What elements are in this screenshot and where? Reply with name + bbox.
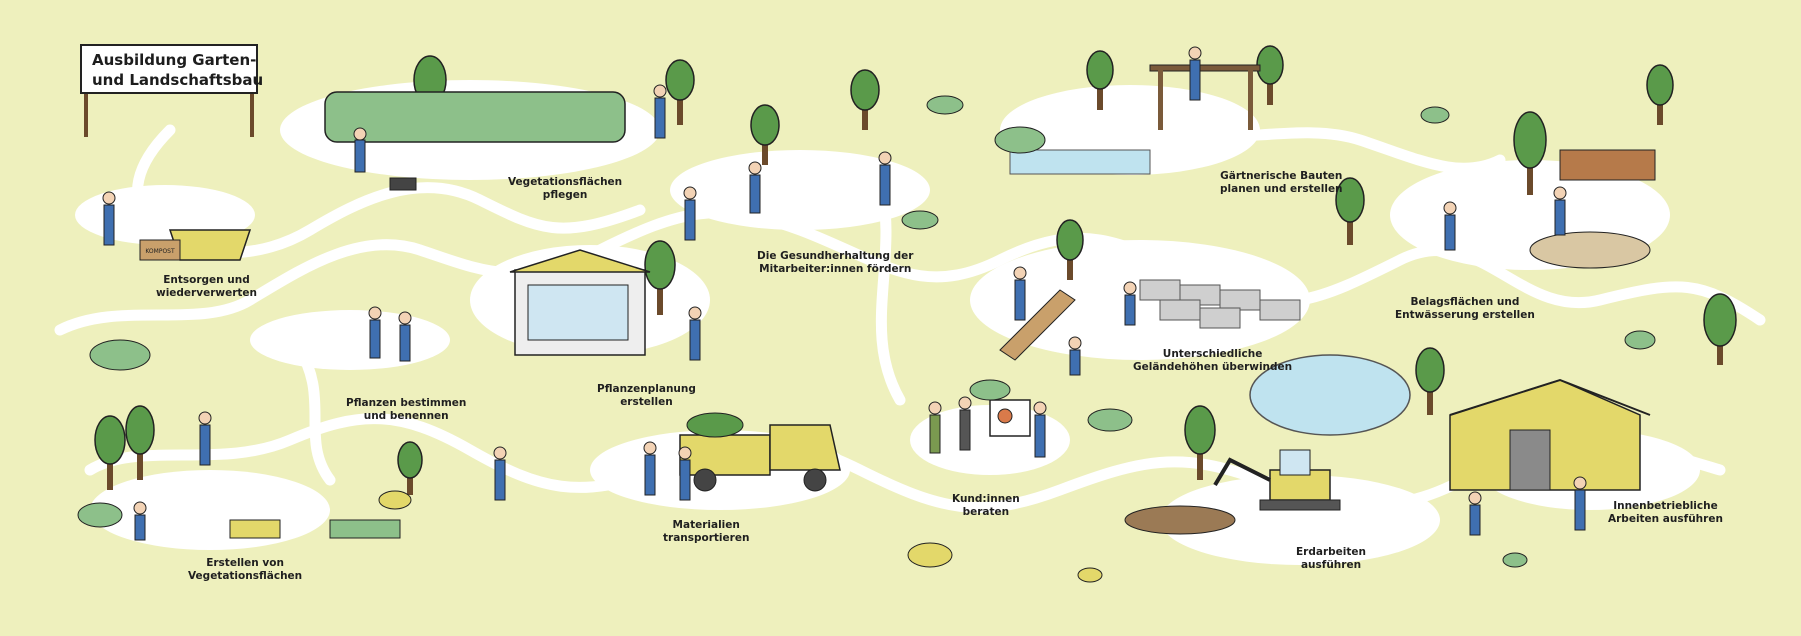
pergola (1009, 64, 1261, 175)
stone-wall (1139, 279, 1301, 329)
excavator (1124, 449, 1341, 535)
paving-area (1529, 149, 1656, 269)
worker-mowing (353, 127, 417, 191)
title-line-2: und Landschaftsbau (92, 71, 264, 89)
title-sign: Ausbildung Garten- und Landschaftsbau (80, 44, 264, 94)
title-line-1: Ausbildung Garten- (92, 51, 257, 69)
sod-rolls (229, 519, 401, 539)
hedge (324, 91, 626, 143)
bushes (77, 95, 1656, 568)
title-signpost (84, 92, 254, 137)
worker-composting (102, 191, 116, 246)
kompost-sign: KOMPOST (145, 248, 175, 255)
garden-steps (999, 289, 1076, 361)
pond (1249, 354, 1411, 436)
storage-shed (1449, 378, 1651, 491)
yellow-bushes (378, 490, 1103, 583)
consulting-easel (989, 399, 1031, 437)
workers (133, 46, 1587, 541)
planning-booth (509, 249, 651, 356)
trees (94, 45, 1737, 495)
skip-container: KOMPOST (139, 229, 252, 261)
truck (679, 412, 841, 492)
